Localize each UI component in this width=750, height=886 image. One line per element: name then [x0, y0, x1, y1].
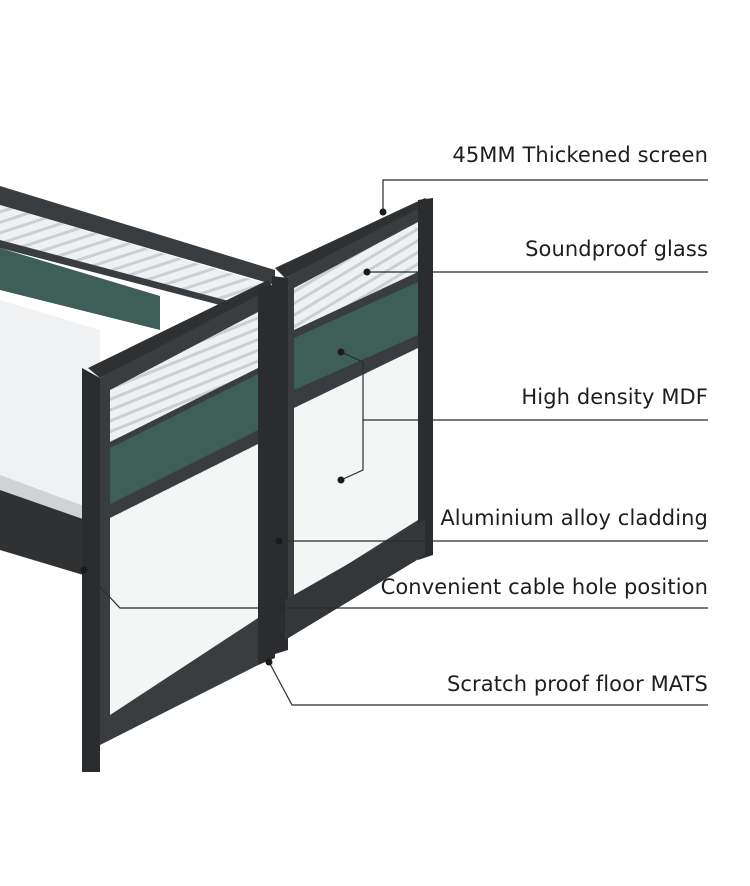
- leader-lines: [83, 179, 708, 706]
- label-thickened-screen: 45MM Thickened screen: [452, 143, 708, 167]
- dot-floor: [265, 658, 273, 666]
- leader-floor: [268, 661, 708, 706]
- label-aluminium-cladding: Aluminium alloy cladding: [440, 506, 708, 530]
- dot-screen: [379, 208, 387, 216]
- label-floor-mats: Scratch proof floor MATS: [446, 672, 708, 696]
- leader-mdf: [340, 351, 708, 421]
- dot-cladding: [275, 537, 283, 545]
- leader-dots: [80, 208, 387, 666]
- left-partition: [82, 280, 275, 772]
- label-high-density-mdf: High density MDF: [521, 385, 708, 409]
- back-partition: [0, 186, 275, 330]
- desk: [0, 300, 100, 580]
- dot-cable: [80, 566, 88, 574]
- dot-mdf-1: [337, 348, 345, 356]
- label-soundproof-glass: Soundproof glass: [525, 237, 708, 261]
- leader-screen: [382, 179, 708, 212]
- leader-cable: [83, 569, 708, 609]
- dot-mdf-2: [337, 476, 345, 484]
- right-partition: [272, 198, 433, 655]
- label-cable-hole: Convenient cable hole position: [380, 575, 708, 599]
- dot-glass: [363, 268, 371, 276]
- leader-mdf-2: [340, 420, 364, 481]
